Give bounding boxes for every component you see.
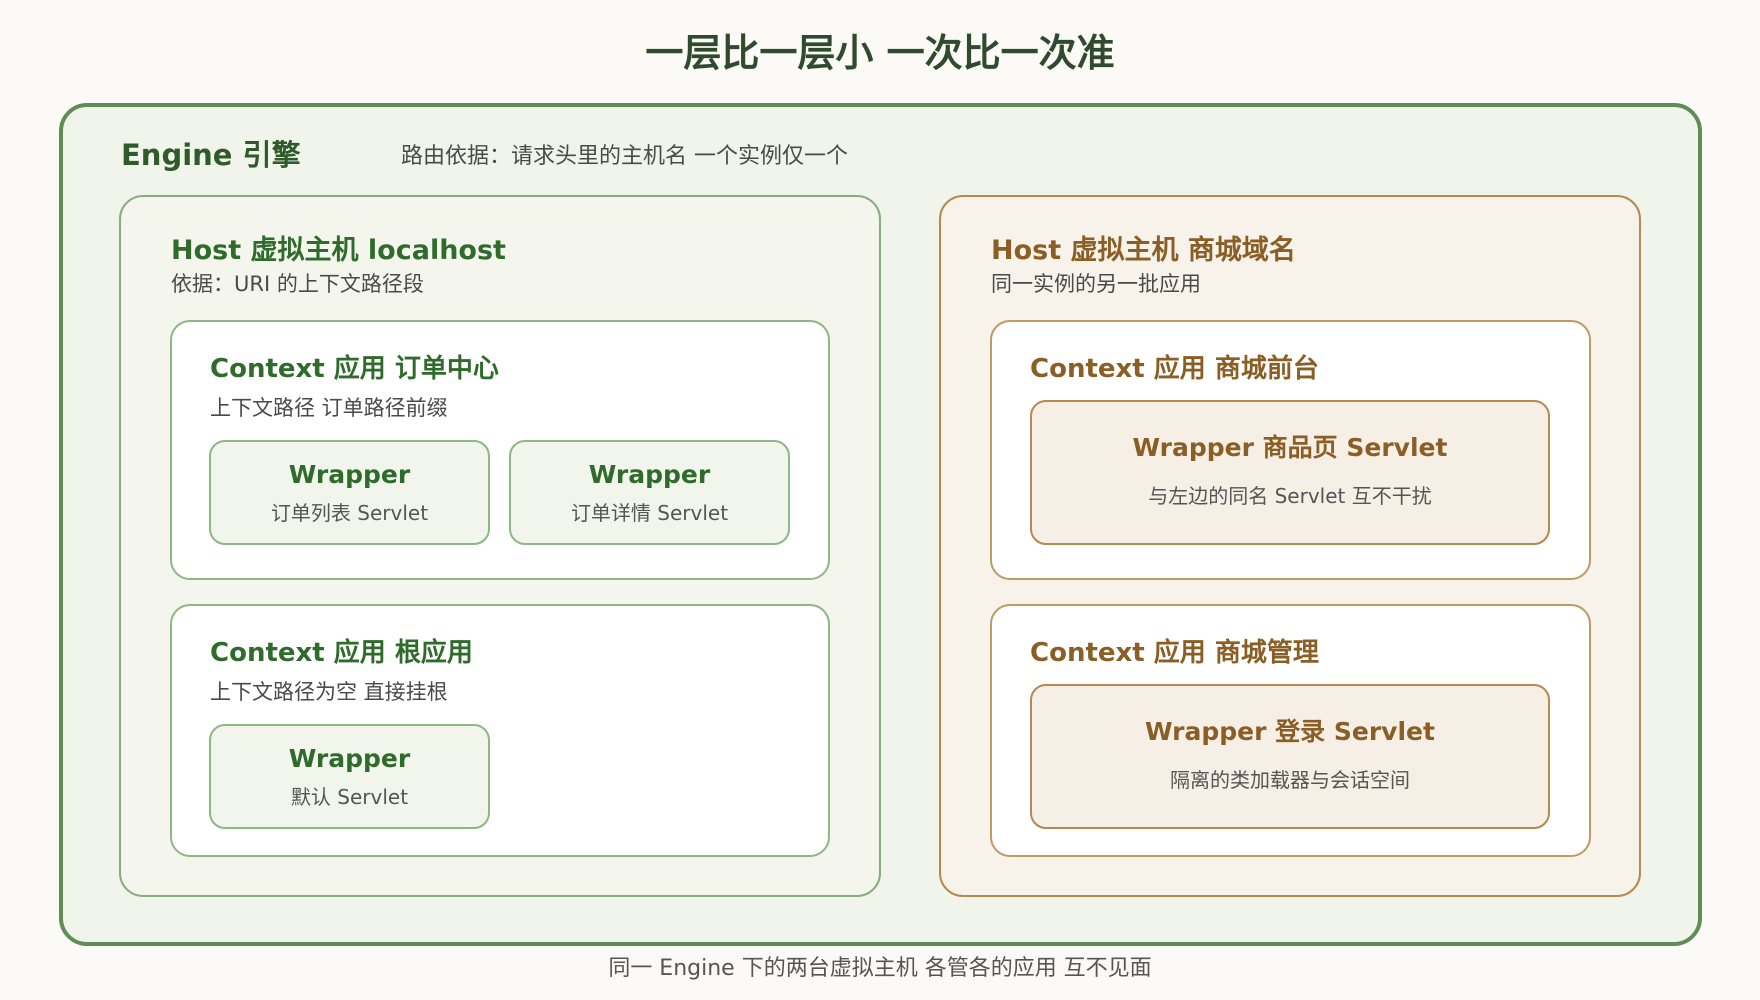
wrapper-default: Wrapper 默认 Servlet (209, 724, 490, 829)
context-root-app-note: 上下文路径为空 直接挂根 (210, 680, 448, 704)
footer-caption: 同一 Engine 下的两台虚拟主机 各管各的应用 互不见面 (608, 956, 1152, 981)
context-root-app-label: Context 应用 根应用 (210, 638, 473, 668)
wrapper-order-list-note: 订单列表 Servlet (270, 501, 429, 525)
wrapper-order-list-label: Wrapper (288, 460, 411, 489)
diagram-title: 一层比一层小 一次比一次准 (645, 31, 1115, 75)
host-mall-label: Host 虚拟主机 商城域名 (991, 235, 1296, 266)
wrapper-product-page-label: Wrapper 商品页 Servlet (1132, 433, 1448, 462)
engine-note: 路由依据：请求头里的主机名 一个实例仅一个 (401, 144, 848, 169)
engine-label: Engine 引擎 (121, 138, 301, 172)
wrapper-default-note: 默认 Servlet (290, 785, 409, 809)
wrapper-login: Wrapper 登录 Servlet 隔离的类加载器与会话空间 (1030, 684, 1550, 829)
wrapper-login-label: Wrapper 登录 Servlet (1145, 717, 1435, 746)
host-localhost-note: 依据：URI 的上下文路径段 (171, 272, 424, 296)
wrapper-login-note: 隔离的类加载器与会话空间 (1170, 768, 1410, 792)
wrapper-order-detail-note: 订单详情 Servlet (570, 501, 729, 525)
wrapper-order-detail: Wrapper 订单详情 Servlet (509, 440, 790, 545)
context-order-center-note: 上下文路径 订单路径前缀 (210, 396, 448, 420)
context-order-center-label: Context 应用 订单中心 (210, 354, 499, 384)
wrapper-order-detail-label: Wrapper (588, 460, 711, 489)
host-mall-note: 同一实例的另一批应用 (991, 272, 1201, 296)
context-mall-front-label: Context 应用 商城前台 (1030, 354, 1319, 384)
host-localhost-label: Host 虚拟主机 localhost (171, 235, 506, 266)
context-mall-admin-label: Context 应用 商城管理 (1030, 638, 1319, 668)
wrapper-default-label: Wrapper (288, 744, 411, 773)
wrapper-order-list: Wrapper 订单列表 Servlet (209, 440, 490, 545)
wrapper-product-page-note: 与左边的同名 Servlet 互不干扰 (1148, 484, 1432, 508)
wrapper-product-page: Wrapper 商品页 Servlet 与左边的同名 Servlet 互不干扰 (1030, 400, 1550, 545)
